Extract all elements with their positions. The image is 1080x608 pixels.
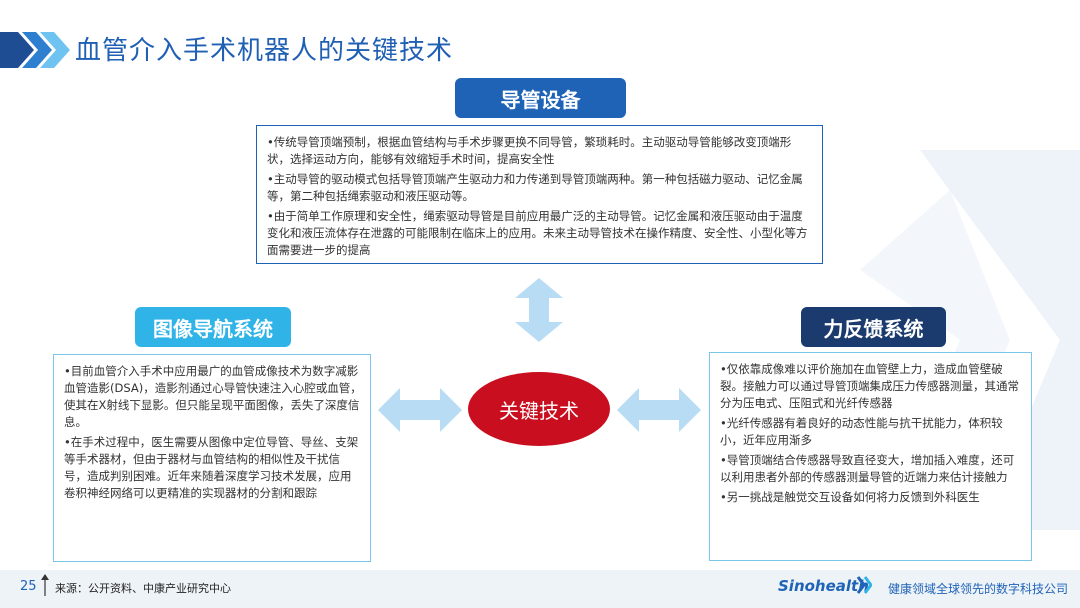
company-tagline: 健康领域全球领先的数字科技公司 [888,582,1069,596]
vertical-double-arrow-icon [515,278,563,342]
page-number: 25 [20,579,37,594]
force-description-box: •仅依靠成像难以评价施加在血管壁上力，造成血管壁破裂。接触力可以通过导管顶端集成… [709,352,1032,561]
force-paragraph: •导管顶端结合传感器导致直径变大，增加插入难度，还可以利用患者外部的传感器测量导… [720,453,1015,484]
footer-band [0,570,1080,608]
force-paragraph: •另一挑战是触觉交互设备如何将力反馈到外科医生 [720,490,980,504]
source-note: 来源：公开资料、中康产业研究中心 [55,582,231,595]
catheter-heading: 导管设备 [455,78,626,118]
header-chevron-icon [0,32,70,68]
imaging-paragraph: •在手术过程中，医生需要从图像中定位导管、导丝、支架等手术器材，但由于器材与血管… [64,435,359,500]
force-paragraph: •仅依靠成像难以评价施加在血管壁上力，造成血管壁破裂。接触力可以通过导管顶端集成… [720,362,1019,410]
logo-mark-icon [856,576,872,594]
page-number-arrow-icon [41,574,49,596]
key-technology-center: 关键技术 [468,372,610,446]
imaging-description-box: •目前血管介入手术中应用最广的血管成像技术为数字减影血管造影(DSA)，造影剂通… [53,354,371,562]
catheter-paragraph: •由于简单工作原理和安全性，绳索驱动导管是目前应用最广泛的主动导管。记忆金属和液… [267,209,808,257]
force-paragraph: •光纤传感器有着良好的动态性能与抗干扰能力，体积较小，近年应用渐多 [720,416,1003,447]
catheter-paragraph: •传统导管顶端预制，根据血管结构与手术步骤更换不同导管，繁琐耗时。主动驱动导管能… [267,135,792,166]
left-double-arrow-icon [378,388,462,432]
right-double-arrow-icon [617,388,701,432]
page-title: 血管介入手术机器人的关键技术 [75,36,454,66]
catheter-paragraph: •主动导管的驱动模式包括导管顶端产生驱动力和力传递到导管顶端两种。第一种包括磁力… [267,172,803,203]
imaging-heading: 图像导航系统 [135,307,291,347]
company-logo: Sinohealth [778,577,869,595]
force-heading: 力反馈系统 [801,307,946,347]
catheter-description-box: •传统导管顶端预制，根据血管结构与手术步骤更换不同导管，繁琐耗时。主动驱动导管能… [256,125,823,264]
imaging-paragraph: •目前血管介入手术中应用最广的血管成像技术为数字减影血管造影(DSA)，造影剂通… [64,364,362,429]
